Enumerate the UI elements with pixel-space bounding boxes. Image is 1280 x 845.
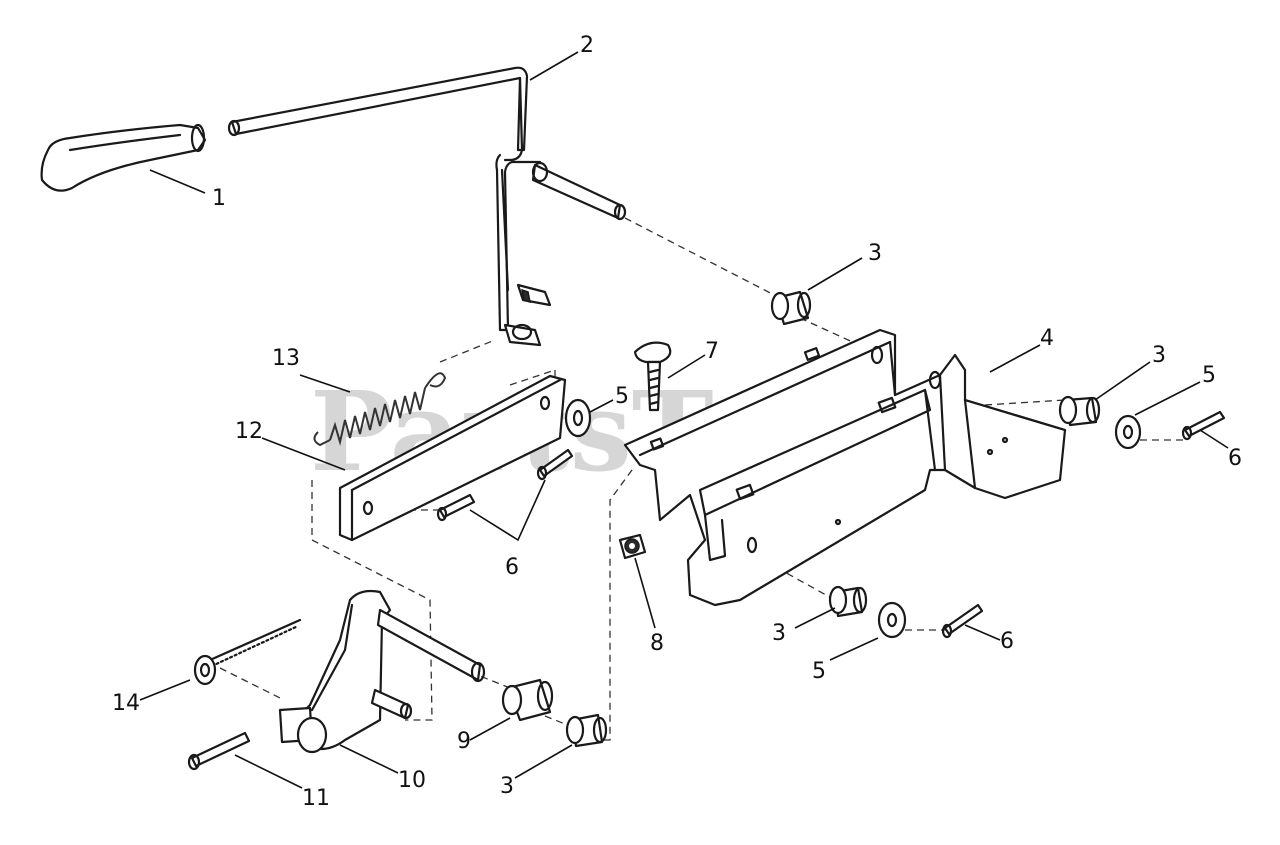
part-cotter-pin-d (941, 603, 984, 639)
part-link-bar (338, 374, 567, 542)
part-cotter-pin-a (536, 448, 574, 481)
part-cotter-pin-c (1181, 410, 1226, 441)
callout-11[interactable]: 11 (302, 786, 330, 811)
callout-4[interactable]: 4 (1040, 326, 1054, 351)
callout-8[interactable]: 8 (650, 631, 664, 656)
callout-6-left[interactable]: 6 (505, 555, 519, 580)
part-washer-b (1114, 414, 1142, 450)
part-bushing-a (770, 290, 812, 326)
part-shift-lever-rod (227, 66, 627, 347)
leader-lines (139, 51, 1229, 789)
part-spacer (501, 678, 554, 722)
callout-6-right[interactable]: 6 (1228, 446, 1242, 471)
part-extension-spring (313, 372, 447, 447)
callout-3-right[interactable]: 3 (1152, 343, 1166, 368)
callout-14[interactable]: 14 (112, 691, 140, 716)
callout-12[interactable]: 12 (235, 419, 263, 444)
callout-6-bottom[interactable]: 6 (1000, 629, 1014, 654)
part-bushing-b (1058, 395, 1101, 427)
part-washer-a (564, 398, 592, 438)
callout-13[interactable]: 13 (272, 346, 300, 371)
part-carriage-bolt (633, 341, 672, 412)
part-mounting-bracket (623, 328, 1067, 607)
part-bushing-d (565, 713, 608, 748)
callout-1[interactable]: 1 (212, 186, 226, 211)
assembly-lines (219, 217, 1185, 741)
part-rod-end (193, 618, 302, 686)
callout-3-top[interactable]: 3 (868, 241, 882, 266)
part-washer-c (877, 601, 907, 639)
callout-5-right[interactable]: 5 (1202, 363, 1216, 388)
part-nut (618, 533, 647, 560)
callout-5-bottom[interactable]: 5 (812, 659, 826, 684)
callout-9[interactable]: 9 (457, 729, 471, 754)
callout-2[interactable]: 2 (580, 33, 594, 58)
part-cotter-pin-b (436, 493, 476, 522)
callout-3-bottom[interactable]: 3 (772, 621, 786, 646)
part-handle-grip (40, 123, 207, 192)
callout-7[interactable]: 7 (705, 339, 719, 364)
part-bushing-c (828, 585, 868, 618)
part-pivot-plate (278, 589, 486, 754)
part-cotter-pin-11 (187, 731, 251, 771)
callouts: 1 2 3 4 3 5 6 7 5 6 13 12 8 3 5 6 14 9 3… (112, 33, 1242, 811)
callout-5-left[interactable]: 5 (615, 384, 629, 409)
callout-10[interactable]: 10 (398, 768, 426, 793)
callout-3-lower[interactable]: 3 (500, 774, 514, 799)
